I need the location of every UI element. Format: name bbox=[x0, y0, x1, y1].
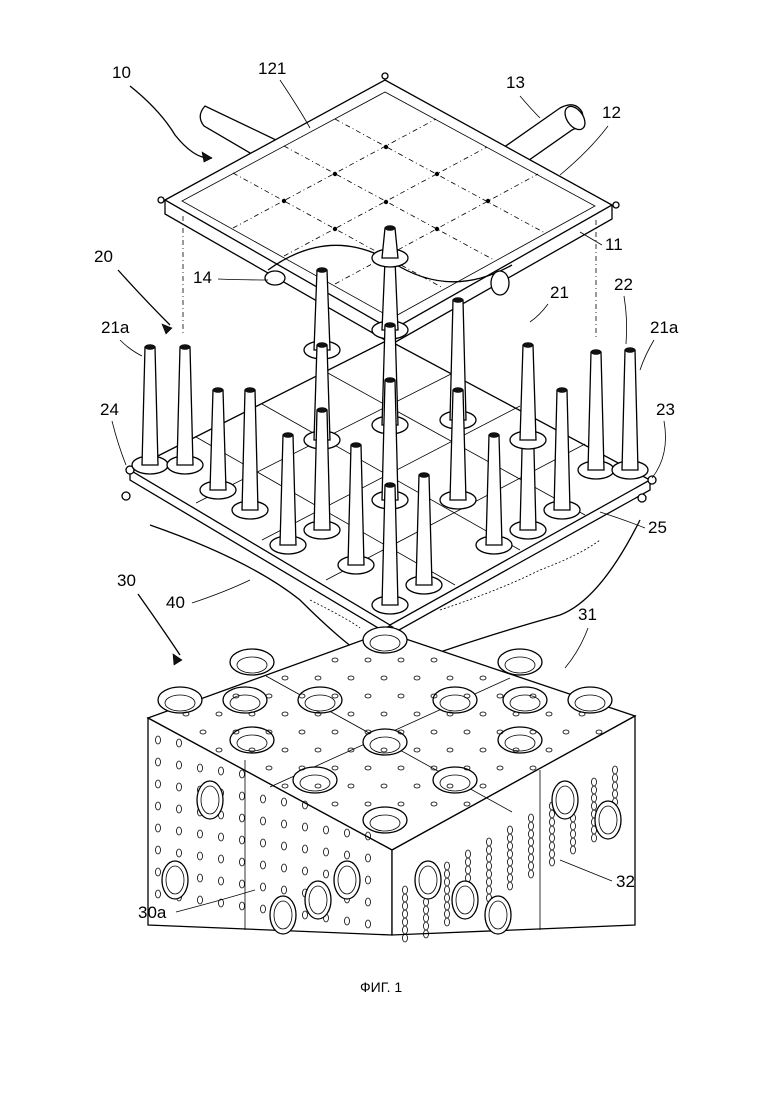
label-21: 21 bbox=[550, 283, 569, 302]
vent-hole bbox=[230, 727, 274, 753]
label-30a: 30a bbox=[138, 903, 167, 922]
side-port bbox=[270, 896, 296, 934]
label-20: 20 bbox=[94, 247, 113, 266]
side-port bbox=[334, 861, 360, 899]
vent-hole bbox=[230, 649, 274, 675]
modular-block-assembly bbox=[148, 627, 635, 942]
vent-hole bbox=[158, 687, 202, 713]
spike bbox=[510, 343, 546, 450]
vent-hole bbox=[363, 627, 407, 653]
vent-hole bbox=[433, 767, 477, 793]
label-10: 10 bbox=[112, 63, 131, 82]
vent-hole bbox=[363, 807, 407, 833]
spike bbox=[612, 348, 648, 480]
label-30: 30 bbox=[117, 571, 136, 590]
side-port bbox=[595, 801, 621, 839]
label-21a-right: 21a bbox=[650, 318, 679, 337]
label-25: 25 bbox=[648, 518, 667, 537]
side-port bbox=[552, 781, 578, 819]
label-121: 121 bbox=[258, 59, 286, 78]
vent-hole bbox=[293, 767, 337, 793]
label-32: 32 bbox=[616, 872, 635, 891]
side-port bbox=[305, 881, 331, 919]
vent-hole bbox=[568, 687, 612, 713]
label-22: 22 bbox=[614, 275, 633, 294]
label-40: 40 bbox=[166, 593, 185, 612]
side-port bbox=[162, 861, 188, 899]
label-21a-left: 21a bbox=[101, 318, 130, 337]
figure-caption: ФИГ. 1 bbox=[360, 979, 402, 995]
label-23: 23 bbox=[656, 400, 675, 419]
vent-hole bbox=[503, 687, 547, 713]
vent-hole bbox=[298, 687, 342, 713]
side-port bbox=[452, 881, 478, 919]
label-12: 12 bbox=[602, 103, 621, 122]
label-14: 14 bbox=[193, 268, 212, 287]
label-31: 31 bbox=[578, 605, 597, 624]
vent-hole bbox=[223, 687, 267, 713]
side-port bbox=[415, 861, 441, 899]
perforation-dot bbox=[403, 934, 408, 942]
label-11: 11 bbox=[605, 235, 623, 254]
vent-hole bbox=[498, 649, 542, 675]
side-port bbox=[197, 781, 223, 819]
side-port bbox=[485, 896, 511, 934]
vent-hole bbox=[433, 687, 477, 713]
label-24: 24 bbox=[100, 400, 119, 419]
vent-hole bbox=[363, 729, 407, 755]
label-13: 13 bbox=[506, 73, 525, 92]
